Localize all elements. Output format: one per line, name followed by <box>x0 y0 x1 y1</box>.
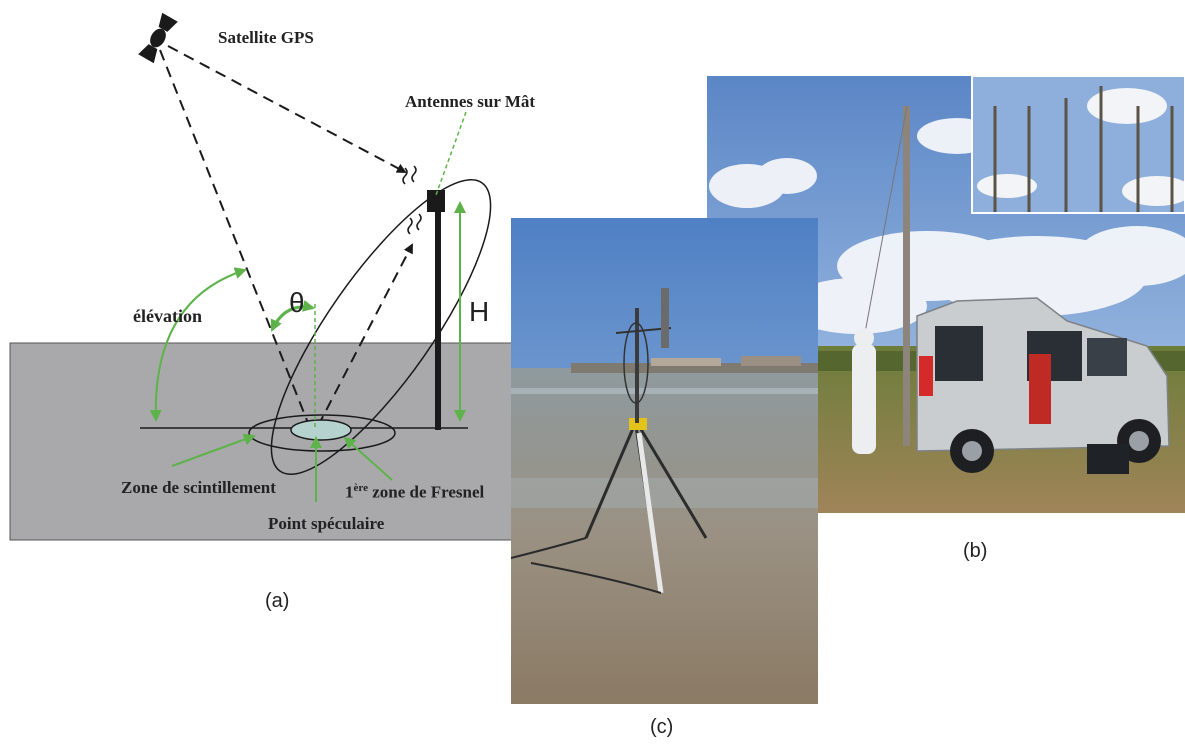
antenna-label-pointer <box>435 111 467 196</box>
fresnel-pointer <box>343 436 393 481</box>
panel-c-caption: (c) <box>650 716 674 738</box>
fresnel-zone-label: 1ère zone de Fresnel <box>345 482 484 503</box>
antennas-label: Antennes sur Mât <box>405 92 536 111</box>
satellite-icon <box>138 12 178 64</box>
fresnel-zone-superscript: ère <box>353 482 368 494</box>
incident-signal-line <box>159 49 311 429</box>
antenna-beam-ellipse <box>270 179 492 475</box>
fresnel-zone-ellipse <box>290 419 352 441</box>
direct-signal-line <box>167 45 407 173</box>
theta-symbol: θ <box>289 287 305 318</box>
scintillation-zone-label: Zone de scintillement <box>121 478 276 497</box>
antenna-mast <box>435 210 441 430</box>
direct-wave-marks <box>402 165 417 185</box>
antenna-head <box>427 190 445 212</box>
panel-a-caption: (a) <box>265 590 290 612</box>
fresnel-zone-prefix: 1 <box>345 482 354 502</box>
scintillation-pointer <box>171 433 256 467</box>
reflected-signal-line <box>317 243 413 427</box>
theta-arc <box>270 300 315 332</box>
specular-point-label: Point spéculaire <box>268 514 385 533</box>
reflected-wave-marks <box>407 213 422 235</box>
panel-c-photo <box>511 218 818 704</box>
scintillation-zone-ellipse <box>248 414 396 452</box>
satellite-label: Satellite GPS <box>218 28 314 47</box>
ground-block <box>9 342 531 541</box>
panel-b-caption: (b) <box>963 540 988 562</box>
fresnel-zone-rest: zone de Fresnel <box>367 482 485 502</box>
elevation-arc <box>149 267 247 422</box>
height-symbol: H <box>469 296 490 327</box>
elevation-label: élévation <box>133 306 202 326</box>
